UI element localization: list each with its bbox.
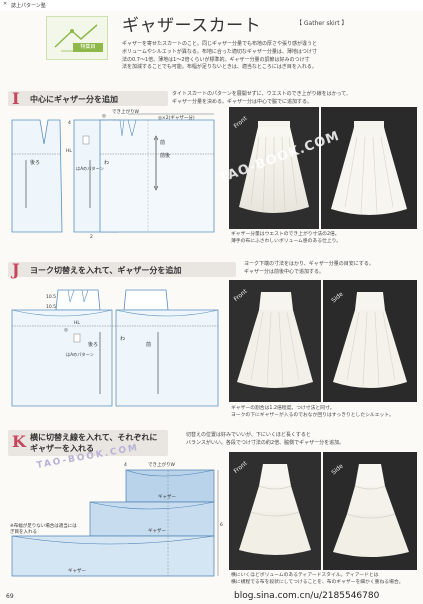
section-i-side-photo [321, 107, 417, 229]
header-mark-icon: ✕ [3, 1, 8, 7]
section-k-label-n4: 4 [124, 462, 127, 468]
section-i-label-x2: ◎×2(ギャザー分) [158, 114, 195, 121]
section-i-label-n4: 4 [68, 120, 71, 126]
section-j-label-pattern: はAのパターン [66, 351, 94, 358]
section-i-letter: I [12, 89, 20, 108]
section-j-label-circle: ◎ [64, 328, 68, 333]
section-k-description: 切替えの位置は好みでいいが、下にいくほど長くすると バランスがいい。各段でつけ寸… [186, 432, 345, 446]
section-i-label-pattern: はAのパターン [76, 165, 104, 172]
section-k-letter: K [12, 432, 26, 451]
section-i-label-frontback: 前後 [160, 152, 170, 159]
section-j-description: ヨーク下端の寸法をはかり、ギャザー分量の目安にする。 ギャザー分は前後中心で追加… [244, 261, 374, 275]
section-i-label-front: 前 [160, 139, 165, 146]
section-j-caption: ギャザーの割合は1.2倍程度。つけ寸法と同寸。 ヨークの下にギャザーが入るのでお… [231, 406, 394, 419]
section-k-caption: 横にいくほどボリュームのあるティアードスタイル。ティアードとは 横に規程でる布を… [231, 573, 404, 586]
section-j-front-photo: Front [229, 280, 321, 402]
section-i-front-photo: Front [229, 107, 319, 229]
section-k-note: ※布幅が足りない場合は適当にはぎ目を入れる [10, 524, 77, 535]
section-k-header [8, 430, 168, 456]
section-i-label-n2: 2 [90, 234, 93, 240]
section-j-label-fold: わ [120, 335, 125, 342]
sewing-pattern-illustration [46, 16, 108, 60]
page-title: ギャザースカート [122, 16, 262, 36]
section-j-label-hl: HL [74, 320, 80, 326]
section-k-label-gather-2: ギャザー [148, 528, 166, 534]
section-i-label-hl: HL [66, 148, 72, 154]
section-i-caption: ギャザー分量はウエストのでき上がり寸法の2倍。 薄手の布にふさわしいボリューム感… [231, 232, 342, 245]
section-j-label-n2: 10.5 [46, 304, 56, 310]
page-subtitle: 【 Gather skirt 】 [296, 20, 348, 27]
section-i-label-fold: わ [104, 159, 109, 166]
section-k-front-photo: Front [229, 452, 321, 570]
section-i-title: 中心にギャザー分を追加 [30, 95, 118, 104]
section-j-label-back: 後ろ [88, 341, 98, 348]
section-j-letter: J [12, 260, 20, 279]
blog-url[interactable]: blog.sina.com.cn/u/2185546780 [234, 591, 380, 601]
header-label: 誌上パターン塾 [11, 3, 46, 9]
section-i-description: タイトスカートのパターンを展開せずに、ウエストのでき上がり線をはかって、 ギャザ… [172, 91, 352, 105]
section-k-label-gather-1: ギャザー [158, 494, 176, 500]
section-k-title: 横に切替え線を入れて、それぞれにギャザーを入れる [30, 433, 158, 454]
section-j-label-front: 前 [146, 341, 151, 348]
section-j-side-photo: Side [323, 280, 417, 402]
section-k-label-top: でき上がりW [148, 461, 175, 468]
section-i-label-top: でき上がりW [112, 108, 139, 115]
section-j-pattern-diagram: 10.5 10.5 後ろ 前 HL わ はAのパターン ◎ [11, 289, 219, 407]
section-j-header [8, 262, 236, 277]
feature-tag: 特集目 [73, 43, 103, 52]
section-k-label-gather-3: ギャザー [68, 568, 86, 574]
section-i-header [8, 91, 168, 106]
section-k-label-n60: 60 [220, 522, 223, 528]
section-i-label-circle: ◎ [102, 114, 106, 119]
page-number: 69 [6, 593, 14, 600]
page-header [0, 0, 423, 11]
section-j-title: ヨーク切替えを入れて、ギャザー分を追加 [30, 266, 182, 275]
section-k-side-photo: Side [323, 452, 417, 570]
section-i-pattern-diagram: でき上がりW ◎×2(ギャザー分) 後ろ 前 前後 HL わ はAのパターン ◎… [11, 108, 215, 240]
intro-text: ギャザーを寄せたスカートのこと。同じギャザー分量でも布地の厚さや張り感が違うと … [122, 41, 318, 71]
section-i-label-back: 後ろ [30, 159, 40, 166]
section-j-label-n1: 10.5 [46, 294, 56, 300]
section-k-pattern-diagram: でき上がりW ギャザー ギャザー ギャザー 4 60 [11, 461, 223, 577]
